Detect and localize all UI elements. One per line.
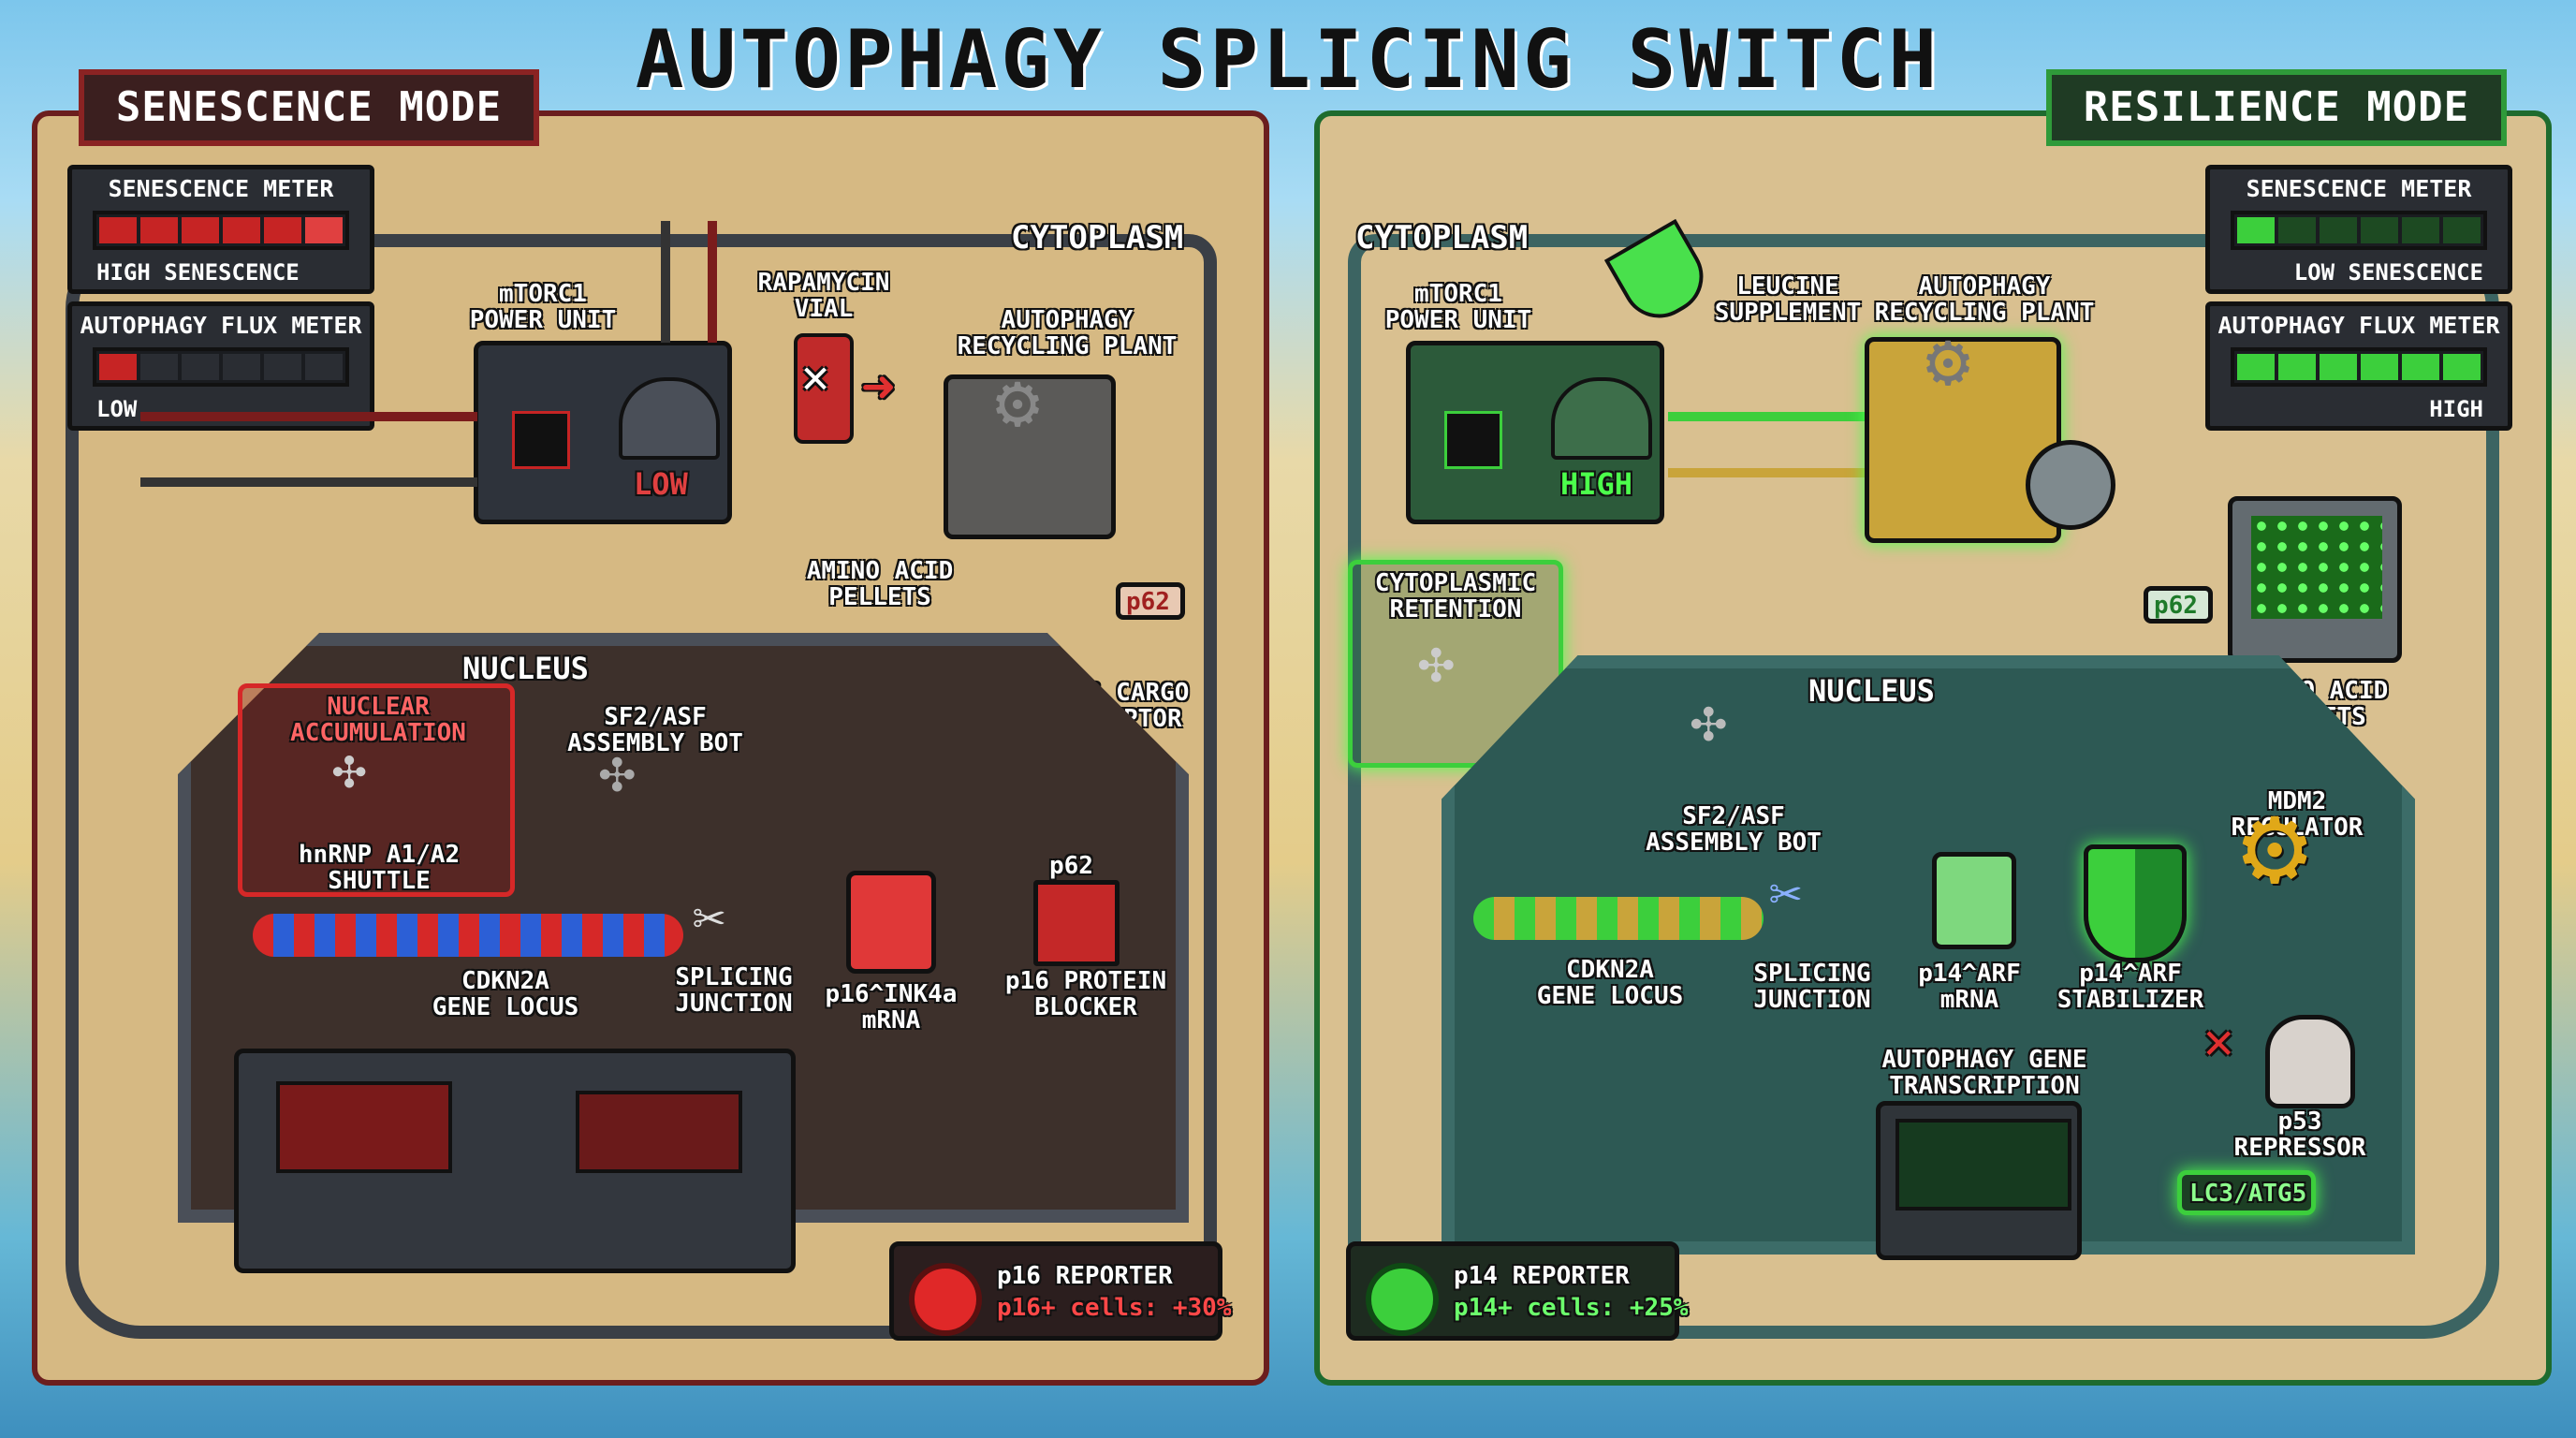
- senescence-mode-tab[interactable]: SENESCENCE MODE: [79, 69, 539, 146]
- skull-icon: [2265, 1015, 2355, 1108]
- mdm2-gear-icon[interactable]: ⚙: [2241, 781, 2309, 911]
- left-scissors-icon: ✂: [693, 886, 725, 949]
- autophagy-transcription-label: AUTOPHAGY GENE TRANSCRIPTION: [1881, 1046, 2087, 1100]
- p14-reporter: p14 REPORTER p14+ cells: +25%: [1346, 1241, 1688, 1341]
- nuclear-accumulation-box: NUCLEAR ACCUMULATION ✣ hnRNP A1/A2 SHUTT…: [238, 683, 515, 897]
- green-reporter-icon: [1366, 1263, 1439, 1336]
- left-sf2-label: SF2/ASF ASSEMBLY BOT: [567, 703, 743, 757]
- left-flux-bar: [93, 347, 349, 387]
- right-scissors-icon: ✂: [1769, 861, 1802, 925]
- stabilizer-label: p14^ARF STABILIZER: [2056, 960, 2204, 1014]
- rapamycin-vial-icon[interactable]: [794, 333, 854, 444]
- right-nucleus-label: NUCLEUS: [1808, 673, 1935, 709]
- right-p62-tag: p62: [2144, 586, 2213, 624]
- drone-icon: ✣: [332, 736, 367, 801]
- right-sf2-bot-icon: ✣: [1690, 686, 1727, 756]
- left-senescence-bar: [93, 211, 349, 250]
- p14-mrna-scroll[interactable]: [1932, 852, 2016, 949]
- left-dna-icon: [253, 914, 683, 957]
- rapamycin-label: RAPAMYCIN VIAL: [757, 269, 890, 323]
- left-gauge-icon: [619, 377, 720, 460]
- left-chip-icon: [512, 411, 570, 469]
- right-mtorc1-label: mTORC1 POWER UNIT: [1384, 280, 1532, 334]
- left-cytoplasm-label: CYTOPLASM: [1011, 219, 1184, 257]
- right-recycling-label: AUTOPHAGY RECYCLING PLANT: [1874, 272, 2095, 327]
- right-senescence-meter: SENESCENCE METER LOW SENESCENCE: [2205, 165, 2512, 294]
- right-splicing-label: SPLICING JUNCTION: [1753, 960, 1871, 1014]
- left-mrna-label: p16^INK4a mRNA: [825, 980, 958, 1034]
- right-recycling-plant[interactable]: ⚙: [1865, 316, 2061, 543]
- left-recycling-plant[interactable]: ⚙: [944, 358, 1116, 539]
- left-nucleus-label: NUCLEUS: [462, 651, 589, 686]
- p16-reporter: p16 REPORTER p16+ cells: +30%: [889, 1241, 1231, 1341]
- right-chip-icon: [1444, 411, 1502, 469]
- right-cytoplasm-label: CYTOPLASM: [1355, 219, 1529, 257]
- red-reporter-icon: [909, 1263, 982, 1336]
- right-dna-icon: [1473, 897, 1764, 940]
- shield-icon[interactable]: [2084, 844, 2187, 962]
- right-senescence-bar: [2231, 211, 2487, 250]
- left-wire-up: [661, 221, 717, 343]
- left-splicing-label: SPLICING JUNCTION: [675, 963, 793, 1018]
- right-amino-pellets-box[interactable]: [2228, 496, 2402, 663]
- right-sf2-label: SF2/ASF ASSEMBLY BOT: [1646, 802, 1822, 857]
- p16-protein-block[interactable]: p62: [1033, 853, 1120, 966]
- left-amino-label: AMINO ACID PELLETS: [806, 557, 954, 611]
- left-p62-tag: p62: [1116, 582, 1185, 620]
- left-flux-meter: AUTOPHAGY FLUX METER LOW: [67, 301, 374, 431]
- right-flux-bar: [2231, 347, 2487, 387]
- left-gene-locus-label: CDKN2A GENE LOCUS: [432, 967, 579, 1021]
- left-console: [234, 1049, 796, 1273]
- leucine-label: LEUCINE SUPPLEMENT: [1714, 272, 1862, 327]
- left-senescence-meter: SENESCENCE METER HIGH SENESCENCE: [67, 165, 374, 294]
- left-wire-bundle: [140, 412, 477, 487]
- right-mrna-label: p14^ARF mRNA: [1918, 960, 2021, 1014]
- lc3-atg5-badge: LC3/ATG5: [2177, 1170, 2316, 1215]
- left-recycling-label: AUTOPHAGY RECYCLING PLANT: [957, 306, 1178, 360]
- left-protein-label: p16 PROTEIN BLOCKER: [1004, 967, 1167, 1021]
- left-mtorc1-unit[interactable]: LOW: [474, 341, 732, 524]
- gear-icon: ⚙: [995, 358, 1041, 445]
- right-gene-locus-label: CDKN2A GENE LOCUS: [1536, 956, 1684, 1010]
- right-wire-bundle: [1668, 412, 1865, 477]
- terminal-console[interactable]: [1876, 1101, 2082, 1260]
- gear-icon: ⚙: [1925, 316, 1971, 404]
- recycling-output-nozzle: [2026, 440, 2115, 530]
- right-flux-meter: AUTOPHAGY FLUX METER HIGH: [2205, 301, 2512, 431]
- p53-label: p53 REPRESSOR: [2233, 1108, 2366, 1162]
- arrow-right-icon: ➜: [861, 355, 896, 420]
- blocked-x-icon: ✕: [2203, 1011, 2234, 1070]
- right-mtorc1-unit[interactable]: HIGH: [1406, 341, 1664, 524]
- p16-mrna-scroll[interactable]: [846, 871, 936, 974]
- left-mtorc1-label: mTORC1 POWER UNIT: [469, 280, 617, 334]
- page-title: AUTOPHAGY SPLICING SWITCH: [635, 13, 1941, 107]
- blocked-x-icon: ✕: [801, 349, 830, 404]
- retention-drone-icon: ✣: [1418, 627, 1455, 697]
- resilience-mode-tab[interactable]: RESILIENCE MODE: [2046, 69, 2507, 146]
- right-gauge-icon: [1551, 377, 1652, 460]
- mdm2-label: MDM2 REGULATOR: [2231, 787, 2364, 842]
- left-sf2-bot-icon: ✣: [599, 737, 636, 806]
